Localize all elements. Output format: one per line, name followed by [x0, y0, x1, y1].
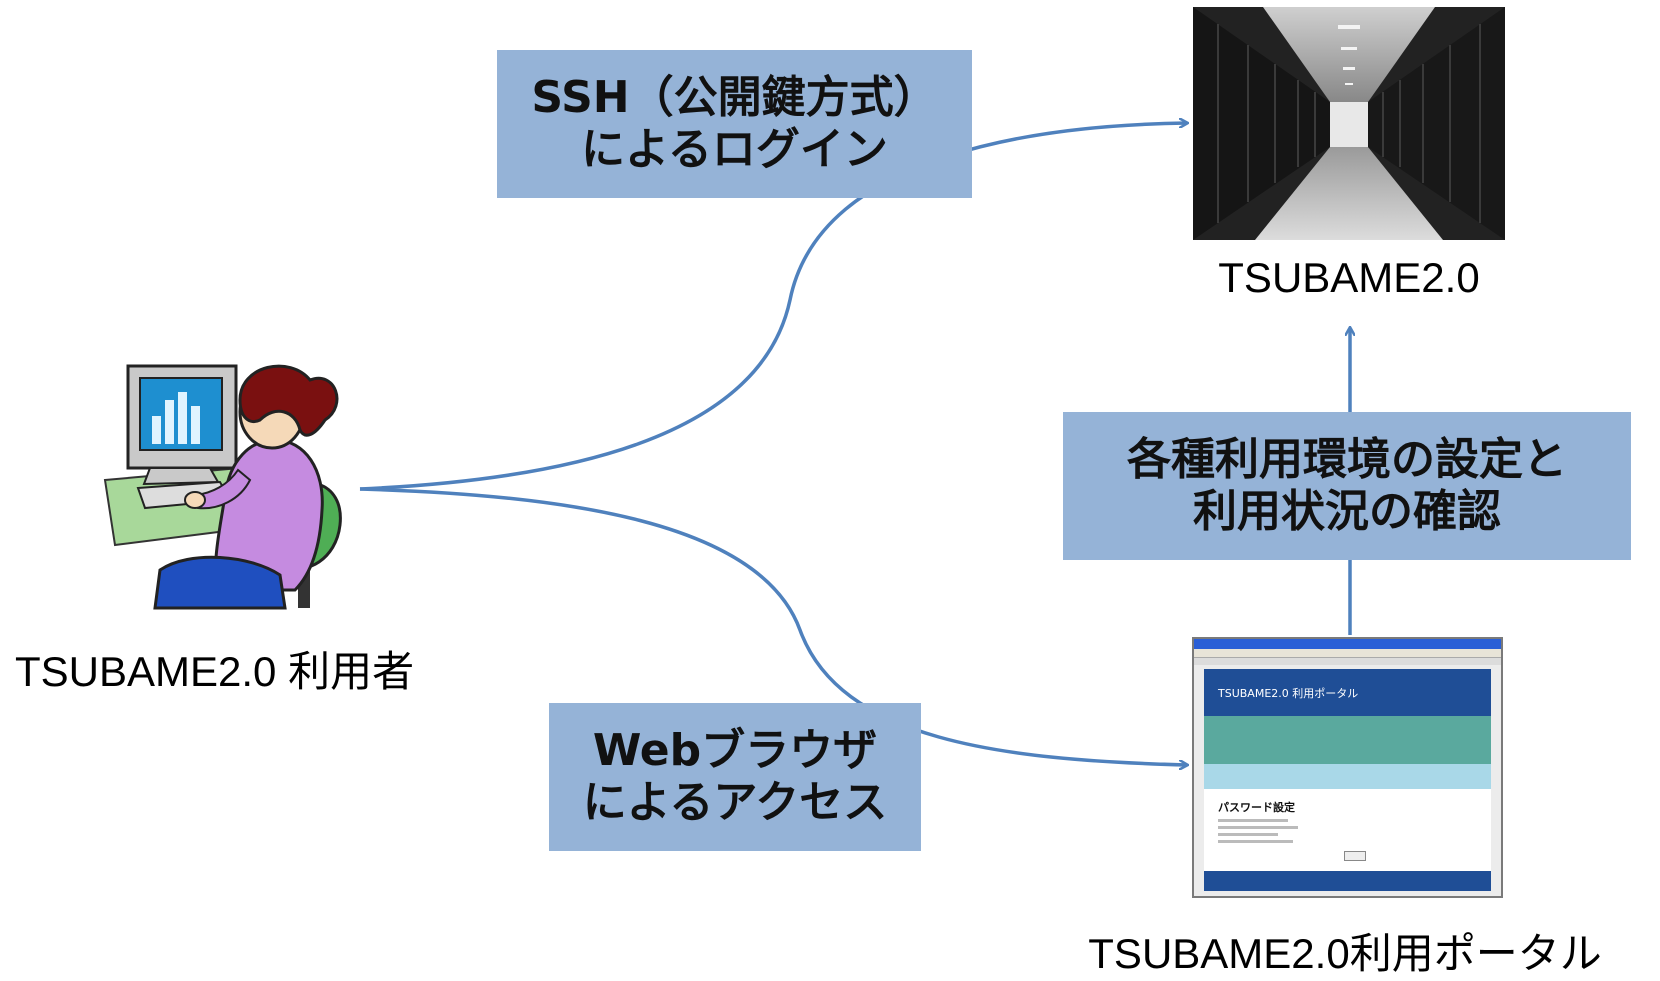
portal-header-title: TSUBAME2.0 利用ポータル — [1218, 686, 1359, 700]
portal-tabbar — [1194, 658, 1501, 665]
portal-page-heading: パスワード設定 — [1218, 801, 1295, 814]
portal-content: パスワード設定 — [1204, 789, 1491, 871]
server-room-image — [1193, 7, 1505, 240]
user-illustration — [100, 360, 360, 610]
settings-box: 各種利用環境の設定と 利用状況の確認 — [1063, 412, 1631, 560]
portal-submit-button — [1344, 851, 1366, 861]
ssh-box-line1: SSH（公開鍵方式） — [531, 72, 938, 124]
ssh-login-box: SSH（公開鍵方式） によるログイン — [497, 50, 972, 198]
ssh-arrow — [359, 123, 1187, 491]
portal-titlebar — [1194, 639, 1501, 649]
web-arrow — [359, 487, 1187, 765]
web-access-box: Webブラウザ によるアクセス — [549, 703, 921, 851]
portal-footer — [1204, 871, 1491, 891]
portal-menubar — [1194, 649, 1501, 658]
portal-nav-band — [1204, 764, 1491, 789]
web-box-line1: Webブラウザ — [592, 725, 878, 777]
web-box-line2: によるアクセス — [582, 777, 888, 828]
settings-box-line1: 各種利用環境の設定と — [1127, 434, 1567, 486]
tsubame-label: TSUBAME2.0 — [1218, 254, 1480, 301]
portal-screenshot: TSUBAME2.0 利用ポータル パスワード設定 — [1192, 637, 1503, 898]
settings-box-line2: 利用状況の確認 — [1193, 486, 1501, 537]
portal-info-band — [1204, 716, 1491, 764]
user-label: TSUBAME2.0 利用者 — [15, 648, 415, 695]
ssh-box-line2: によるログイン — [581, 124, 888, 175]
portal-label: TSUBAME2.0利用ポータル — [1088, 930, 1602, 977]
portal-header: TSUBAME2.0 利用ポータル — [1204, 669, 1491, 716]
